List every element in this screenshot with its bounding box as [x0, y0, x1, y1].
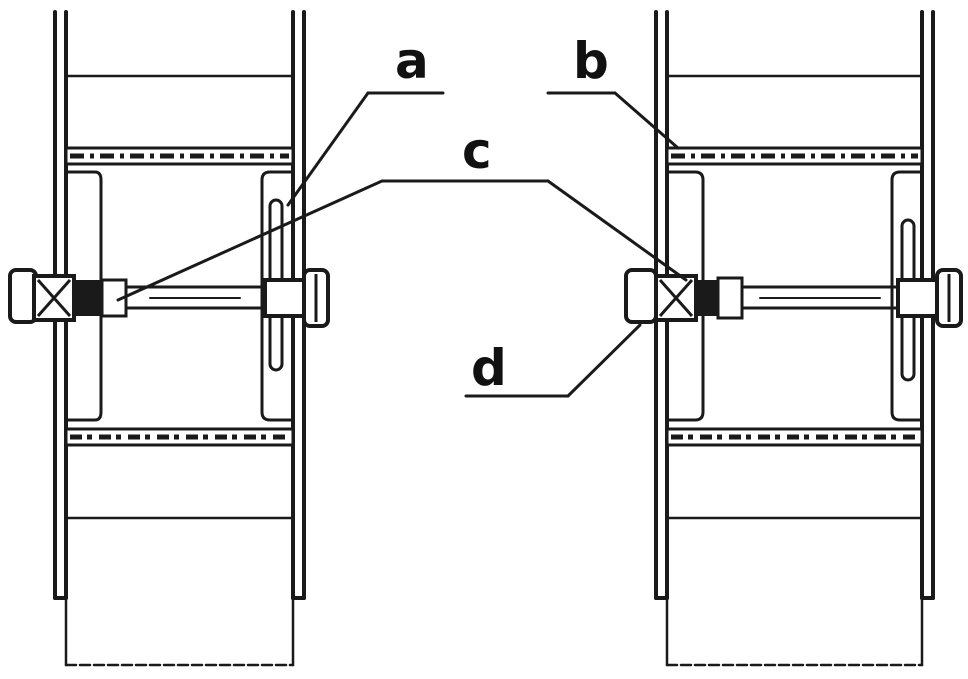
right-crossbar-top	[665, 146, 924, 166]
leader-a	[286, 91, 445, 207]
left-crossbar-top	[64, 146, 295, 166]
left-shaft	[123, 285, 267, 310]
right-side-plate-right	[890, 170, 924, 422]
right-cross-lines	[665, 74, 924, 667]
leader-b	[546, 91, 680, 150]
left-side-plate-right	[260, 170, 295, 422]
label-a: a	[395, 32, 429, 90]
right-assembly	[624, 10, 963, 667]
right-crossbar-bottom	[665, 427, 924, 447]
left-coupling	[263, 268, 330, 328]
leader-d	[464, 323, 642, 398]
left-nut-block	[8, 268, 128, 324]
leader-c	[116, 179, 688, 302]
label-c: c	[462, 122, 492, 180]
left-crossbar-bottom	[64, 427, 295, 447]
right-shaft	[738, 285, 900, 310]
label-b: b	[573, 32, 609, 90]
left-cross-lines	[64, 74, 295, 667]
label-d: d	[471, 339, 507, 397]
right-nut-block	[624, 268, 744, 324]
right-coupling	[896, 268, 963, 328]
left-assembly	[8, 10, 330, 667]
